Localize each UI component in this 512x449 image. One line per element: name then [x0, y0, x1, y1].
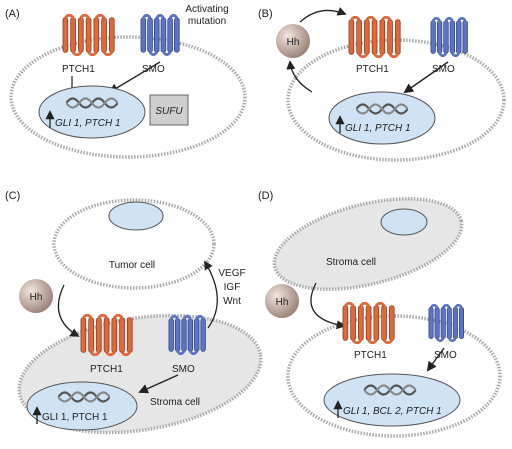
ptch1-receptor — [342, 302, 396, 344]
paracrine-arrow — [310, 282, 346, 330]
annotation-line2: mutation — [188, 16, 226, 27]
nucleus — [26, 381, 138, 431]
hh-ligand — [276, 24, 310, 58]
ptch1-label: PTCH1 — [356, 64, 389, 75]
growth-factor-arrow — [204, 260, 218, 329]
ptch1-label: PTCH1 — [90, 364, 123, 375]
gene-label: GLI 1, BCL 2, PTCH 1 — [343, 406, 442, 417]
smo-label: SMO — [172, 364, 195, 375]
panel-b: (B) Hh PTCH1 SMO GLI 1, PTCH 1 — [258, 7, 506, 162]
nucleus — [38, 85, 146, 139]
tumor-cell-label: Tumor cell — [109, 260, 155, 271]
activation-arrow — [108, 61, 161, 94]
secretion-arrow — [299, 7, 347, 23]
nucleus — [323, 373, 461, 427]
gene-label: GLI 1, PTCH 1 — [55, 118, 121, 129]
hh-label: Hh — [276, 297, 289, 308]
panel-c-letter: (C) — [5, 190, 20, 202]
nucleus — [328, 91, 436, 145]
paracrine-arrow — [57, 284, 80, 337]
gene-label: GLI 1, PTCH 1 — [42, 412, 108, 423]
hh-ligand — [265, 284, 299, 318]
annotation-line1: Activating — [185, 4, 228, 15]
hh-label: Hh — [287, 37, 300, 48]
ptch1-receptor — [348, 16, 402, 58]
hh-label: Hh — [30, 292, 43, 303]
panel-d: (D) Stroma cell Hh PTCH1 SMO GLI 1, BCL … — [258, 190, 502, 438]
panel-a: (A) Activating mutation PTCH1 SMO GLI 1,… — [5, 4, 247, 159]
activation-arrow — [426, 347, 445, 372]
activation-arrow — [403, 61, 449, 94]
sufu-label: SUFU — [155, 106, 183, 117]
stroma-cell-label: Stroma cell — [326, 257, 376, 268]
ptch1-label: PTCH1 — [354, 350, 387, 361]
ptch1-label: PTCH1 — [62, 64, 95, 75]
ptch1-receptor — [62, 14, 116, 56]
autocrine-arrow — [286, 60, 313, 93]
stroma-nucleus — [380, 208, 428, 236]
smo-label: SMO — [142, 64, 165, 75]
tumor-cell-membrane — [52, 198, 216, 290]
tumor-nucleus — [108, 201, 164, 231]
gene-label: GLI 1, PTCH 1 — [345, 123, 411, 134]
factor-wnt: Wnt — [223, 296, 241, 307]
factor-igf: IGF — [224, 282, 241, 293]
sufu-box — [149, 94, 189, 126]
hh-ligand — [19, 279, 53, 313]
activation-arrow — [138, 374, 179, 394]
factor-vegf: VEGF — [218, 268, 245, 279]
smo-label: SMO — [432, 64, 455, 75]
stroma-cell-membrane — [272, 197, 464, 291]
panel-d-letter: (D) — [258, 190, 273, 202]
panel-c: (C) Tumor cell Hh PTCH1 SMO VEGF IGF Wnt… — [5, 190, 263, 435]
panel-a-letter: (A) — [5, 8, 20, 20]
panel-b-letter: (B) — [258, 8, 273, 20]
stroma-cell-label: Stroma cell — [150, 397, 200, 408]
smo-label: SMO — [434, 350, 457, 361]
ptch1-receptor — [80, 314, 134, 356]
